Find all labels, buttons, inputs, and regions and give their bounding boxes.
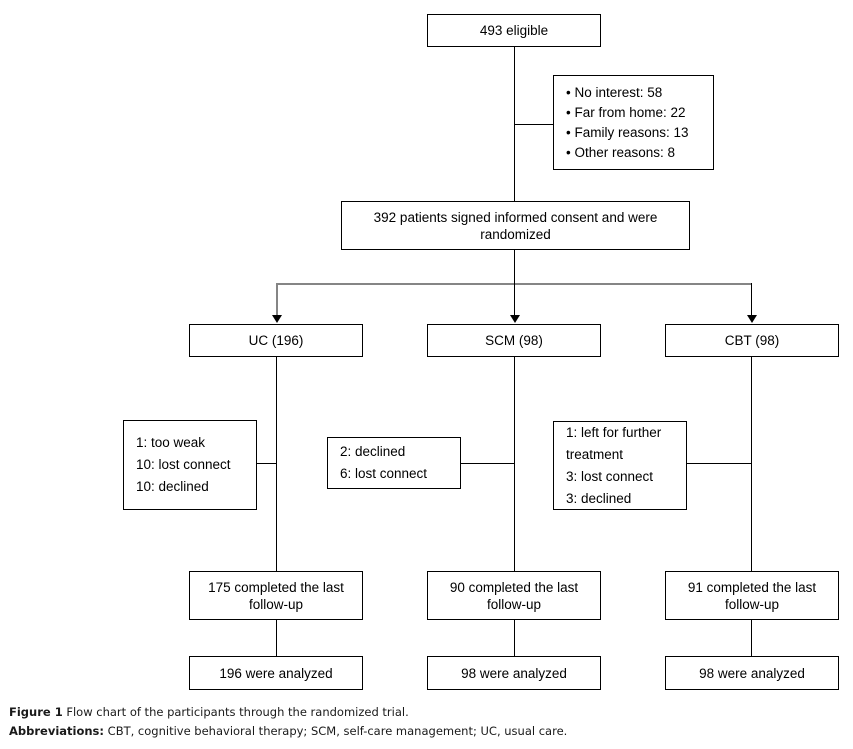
exclusion-item-1: • Far from home: 22 xyxy=(566,104,686,120)
caption-abbrev-text: CBT, cognitive behavioral therapy; SCM, … xyxy=(107,723,568,738)
arrow-to-scm xyxy=(510,315,520,323)
connector-scm-to-dropouts xyxy=(461,463,515,464)
node-analyzed-cbt-text: 98 were analyzed xyxy=(699,665,805,681)
caption-abbrev-label: Abbreviations: xyxy=(9,723,105,738)
node-arm-cbt: CBT (98) xyxy=(665,324,839,357)
flow-chart: 493 eligible • No interest: 58 • Far from… xyxy=(123,14,839,690)
node-dropouts-cbt: 1: left for further treatment 3: lost co… xyxy=(553,421,687,510)
node-dropouts-scm-text: 2: declined 6: lost connect xyxy=(340,444,428,481)
caption-figure-label: Figure 1 xyxy=(9,705,63,719)
exclusion-item-0: • No interest: 58 xyxy=(566,84,663,100)
node-analyzed-uc: 196 were analyzed xyxy=(189,656,363,690)
node-arm-uc: UC (196) xyxy=(189,324,363,357)
node-dropouts-uc: 1: too weak 10: lost connect 10: decline… xyxy=(123,420,257,510)
connector-cbt-to-completed xyxy=(751,357,752,571)
node-exclusion-reasons: • No interest: 58 • Far from home: 22 • Fa… xyxy=(553,75,714,170)
node-arm-uc-label: UC (196) xyxy=(248,333,304,348)
node-dropouts-cbt-text: 1: left for further treatment 3: lost co… xyxy=(566,424,662,506)
node-completed-uc-text: 175 completed the last follow-up xyxy=(208,579,344,612)
figure-caption: Figure 1 Flow chart of the participants … xyxy=(9,703,844,740)
exclusion-item-2: • Family reasons: 13 xyxy=(566,124,689,140)
node-analyzed-uc-text: 196 were analyzed xyxy=(219,665,333,681)
node-dropouts-uc-text: 1: too weak 10: lost connect 10: decline… xyxy=(136,435,231,494)
node-completed-uc: 175 completed the last follow-up xyxy=(189,571,363,620)
node-randomized-label: 392 patients signed informed consent and… xyxy=(373,209,658,242)
connector-randomized-stem xyxy=(514,250,515,316)
node-exclusion-reasons-list: • No interest: 58 • Far from home: 22 • Fa… xyxy=(566,83,707,163)
node-arm-scm-label: SCM (98) xyxy=(485,333,543,348)
node-completed-cbt: 91 completed the last follow-up xyxy=(665,571,839,620)
connector-scm-completed-to-analyzed xyxy=(514,620,515,656)
node-analyzed-scm: 98 were analyzed xyxy=(427,656,601,690)
node-analyzed-cbt: 98 were analyzed xyxy=(665,656,839,690)
branch-drop-cbt xyxy=(751,283,752,315)
connector-scm-to-completed xyxy=(514,357,515,571)
arrow-to-uc xyxy=(272,315,282,323)
connector-eligible-to-exclusions xyxy=(514,124,554,125)
arrow-to-cbt xyxy=(747,315,757,323)
connector-cbt-to-dropouts xyxy=(687,463,752,464)
node-completed-scm: 90 completed the last follow-up xyxy=(427,571,601,620)
caption-figure-text: Flow chart of the participants through t… xyxy=(66,705,409,719)
connector-uc-to-completed xyxy=(276,357,277,571)
node-analyzed-scm-text: 98 were analyzed xyxy=(461,665,567,681)
connector-cbt-completed-to-analyzed xyxy=(751,620,752,656)
node-dropouts-scm: 2: declined 6: lost connect xyxy=(327,437,461,489)
caption-line-1: Figure 1 Flow chart of the participants … xyxy=(9,703,844,722)
node-arm-cbt-label: CBT (98) xyxy=(724,333,780,348)
caption-line-2: Abbreviations: CBT, cognitive behavioral… xyxy=(9,722,844,741)
exclusion-item-3: • Other reasons: 8 xyxy=(566,144,676,160)
node-arm-scm: SCM (98) xyxy=(427,324,601,357)
node-completed-scm-text: 90 completed the last follow-up xyxy=(449,579,579,612)
node-completed-cbt-text: 91 completed the last follow-up xyxy=(687,579,817,612)
connector-uc-completed-to-analyzed xyxy=(276,620,277,656)
node-eligible: 493 eligible xyxy=(427,14,601,47)
node-eligible-label: 493 eligible xyxy=(479,23,549,38)
branch-drop-uc xyxy=(276,283,278,315)
node-randomized: 392 patients signed informed consent and… xyxy=(341,201,690,250)
connector-uc-to-dropouts xyxy=(257,463,277,464)
